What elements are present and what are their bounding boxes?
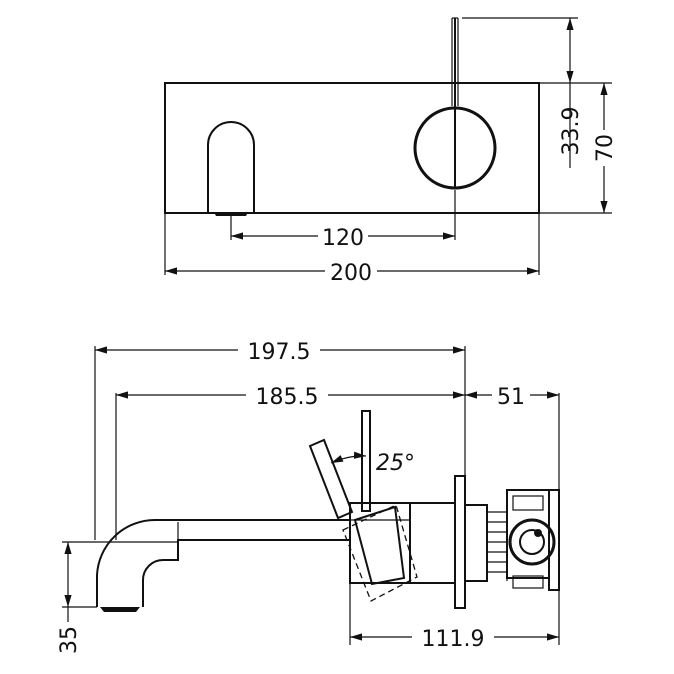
wall-flange — [454, 475, 466, 609]
spout-body — [96, 518, 350, 607]
lever-side — [361, 410, 371, 512]
dim-label-spout-to-handle: 120 — [322, 226, 364, 251]
dim-label-total-width: 200 — [330, 261, 372, 286]
wall-plate — [164, 82, 540, 214]
top-view: 120 200 33.9 70 — [164, 17, 618, 286]
dim-label-reach: 185.5 — [256, 385, 319, 410]
dim-label-wall-depth: 51 — [497, 385, 525, 410]
spout-tip-side — [100, 607, 140, 612]
spout-outlet — [207, 121, 255, 212]
lever-angled — [308, 438, 354, 520]
dim-label-body: 111.9 — [422, 627, 485, 652]
thread-lines — [486, 505, 508, 581]
mixer-body — [349, 502, 411, 584]
angle-label: 25° — [376, 451, 415, 476]
dim-label-overall: 197.5 — [248, 340, 311, 365]
valve-inlet — [508, 518, 556, 566]
dim-label-spout-height: 35 — [57, 626, 82, 654]
side-view: 197.5 185.5 51 111.9 35 25° — [57, 337, 560, 654]
dim-label-handle-offset: 33.9 — [559, 107, 584, 156]
dim-label-height: 70 — [593, 134, 618, 162]
mixer-body-rotated — [342, 504, 418, 602]
angle-arc — [330, 451, 367, 464]
